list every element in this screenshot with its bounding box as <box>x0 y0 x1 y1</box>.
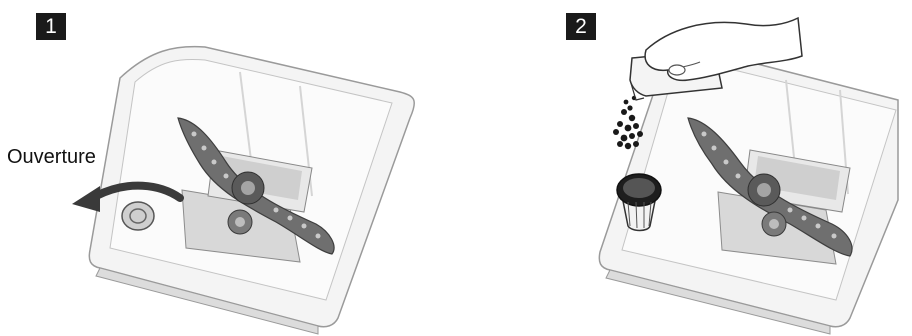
salt-container-cap <box>122 202 154 230</box>
step-number-badge: 2 <box>566 13 596 40</box>
step-2-illustration <box>456 0 912 336</box>
opening-arrowhead <box>72 186 100 212</box>
step-2-panel: 2 <box>456 0 912 336</box>
opening-label: Ouverture <box>7 146 96 169</box>
step-1-panel: 1 Ouverture <box>0 0 456 336</box>
step-number-badge: 1 <box>36 13 66 40</box>
thumbnail <box>669 65 685 75</box>
